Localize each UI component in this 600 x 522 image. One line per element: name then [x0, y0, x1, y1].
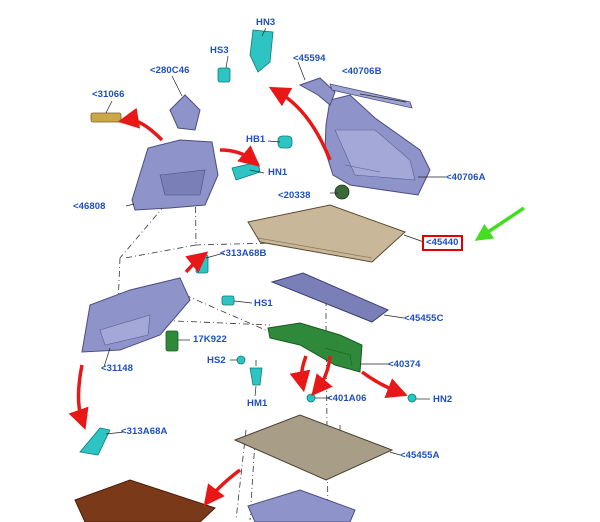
quarter-trim-panel-lower [81, 277, 191, 353]
scuff-plate [267, 322, 363, 373]
fastener-parts [79, 29, 417, 456]
label-313a68a[interactable]: <313A68A [121, 426, 168, 437]
label-31066[interactable]: <31066 [92, 89, 125, 100]
label-45455a[interactable]: <45455A [400, 450, 440, 461]
label-45440-highlighted[interactable]: <45440 [422, 235, 463, 251]
label-17k922[interactable]: 17K922 [193, 334, 227, 345]
tonneau-cover [247, 204, 406, 263]
quarter-trim-panel-upper [131, 94, 219, 211]
label-hm1[interactable]: HM1 [247, 398, 268, 409]
green-pointer-arrow [474, 206, 525, 241]
floor-pan-part [247, 489, 356, 522]
label-hn2[interactable]: HN2 [433, 394, 453, 405]
label-20338[interactable]: <20338 [278, 190, 311, 201]
label-hn3[interactable]: HN3 [256, 17, 276, 28]
label-46808[interactable]: <46808 [73, 201, 106, 212]
label-hs2[interactable]: HS2 [207, 355, 226, 366]
label-40374[interactable]: <40374 [388, 359, 421, 370]
label-hn1[interactable]: HN1 [268, 167, 288, 178]
label-31148[interactable]: <31148 [101, 363, 134, 374]
label-hs1[interactable]: HS1 [254, 298, 273, 309]
load-floor-panel-c [270, 272, 389, 323]
label-280c46[interactable]: <280C46 [150, 65, 190, 76]
label-45594[interactable]: <45594 [293, 53, 326, 64]
label-313a68b[interactable]: <313A68B [220, 248, 267, 259]
label-40706a[interactable]: <40706A [446, 172, 486, 183]
label-45455c[interactable]: <45455C [404, 313, 444, 324]
label-hs3[interactable]: HS3 [210, 45, 229, 56]
label-401a06[interactable]: <401A06 [327, 393, 367, 404]
label-leader-lines [103, 27, 446, 456]
label-hb1[interactable]: HB1 [246, 134, 266, 145]
load-floor-panel-a [233, 414, 394, 481]
cargo-mat [74, 479, 216, 522]
label-40706b[interactable]: <40706B [342, 66, 382, 77]
red-direction-arrows [68, 86, 408, 507]
